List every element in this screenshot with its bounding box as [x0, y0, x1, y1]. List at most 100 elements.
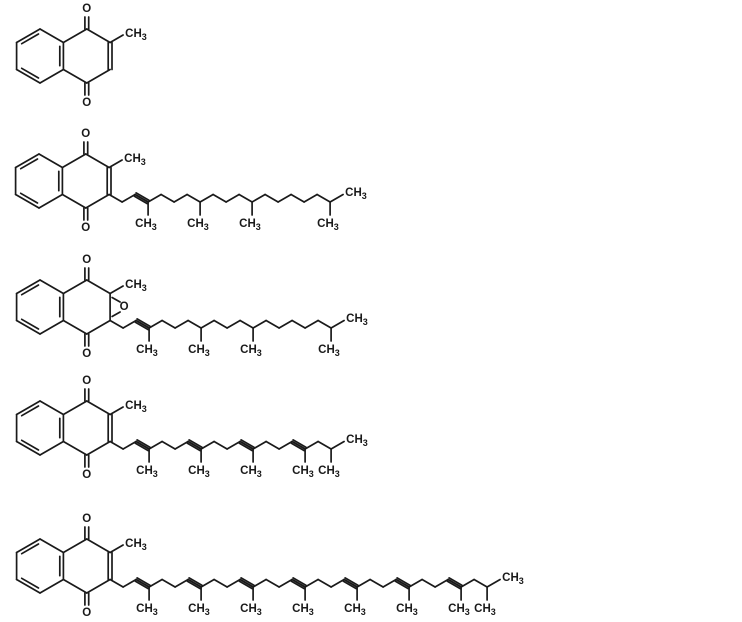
bond [421, 578, 436, 588]
bond [213, 440, 228, 450]
chain-double-bond [188, 577, 203, 587]
bond [108, 193, 123, 203]
bond [15, 400, 41, 416]
chain-double-bond [134, 442, 150, 452]
chain-double-bond [292, 439, 307, 449]
oxygen-label: O [82, 469, 91, 481]
chain-double-bond [136, 439, 151, 449]
methyl-label: CH3 [239, 218, 261, 232]
methyl-label: CH3 [318, 465, 340, 479]
bond [85, 578, 111, 594]
bond [252, 319, 267, 329]
chain-double-bond [188, 439, 203, 449]
bond [161, 319, 176, 329]
methyl-label: CH3 [240, 465, 262, 479]
bond [148, 578, 163, 588]
bond [62, 538, 88, 554]
methyl-label: CH3 [136, 465, 158, 479]
bond [225, 193, 240, 203]
bond [174, 319, 189, 329]
bond [39, 538, 65, 554]
bond [62, 578, 88, 594]
bond [38, 153, 64, 169]
bond [434, 578, 449, 588]
bond [278, 578, 293, 588]
bond [85, 319, 111, 335]
carbonyl-groups: OO [82, 3, 91, 109]
bond [213, 578, 228, 588]
bond [15, 538, 41, 554]
bond [62, 400, 88, 416]
chain-double-bond [133, 195, 149, 205]
methyl-label: CH3 [240, 344, 262, 358]
bond [239, 319, 254, 329]
bond [109, 440, 124, 450]
carbonyl-groups: OO [82, 254, 91, 360]
bond [252, 440, 267, 450]
bond [212, 193, 227, 203]
bond [85, 68, 111, 84]
ring-methyl: CH3 [109, 400, 147, 416]
double-bond [20, 33, 40, 45]
double-bond [20, 67, 40, 79]
oxygen-label: O [81, 222, 90, 234]
bond [15, 28, 41, 44]
quinone-ring [61, 153, 112, 209]
oxygen-label: O [82, 513, 91, 525]
bond [200, 440, 215, 450]
bond [447, 578, 462, 588]
bond [85, 440, 111, 456]
bond [317, 319, 332, 329]
bond [264, 193, 279, 203]
bond [15, 279, 41, 295]
bond [121, 193, 136, 203]
bond [317, 578, 332, 588]
methyl-label: CH3 [125, 400, 147, 414]
oxygen-label: O [82, 607, 91, 619]
bond [174, 440, 189, 450]
bond [395, 578, 410, 588]
carbonyl-groups: OO [81, 128, 90, 234]
oxygen-label: O [82, 254, 91, 266]
benzene-ring [15, 538, 65, 594]
double-bond [20, 577, 40, 589]
methyl-label: CH3 [317, 218, 339, 232]
chain-double-bond [290, 580, 306, 590]
bond [186, 193, 201, 203]
bond [85, 28, 111, 44]
bond [187, 440, 202, 450]
bond [330, 319, 345, 329]
bond [39, 319, 65, 335]
methyl-label: CH3 [124, 153, 146, 167]
methyl-label: CH3 [188, 344, 210, 358]
bond [84, 193, 110, 209]
chain-double-bond [446, 580, 462, 590]
methyl-label: CH3 [502, 572, 524, 586]
bond [265, 440, 280, 450]
bond [62, 279, 88, 295]
bond [187, 578, 202, 588]
bond [303, 193, 318, 203]
chain-double-bond [136, 577, 151, 587]
bond [85, 538, 111, 554]
bond [62, 68, 88, 84]
bond [343, 578, 358, 588]
methyl-label: CH3 [344, 603, 366, 617]
methyl-label: CH3 [135, 218, 157, 232]
bond [290, 193, 305, 203]
chain-double-bond [448, 577, 463, 587]
chain-double-bond [292, 577, 307, 587]
chain-double-bond [186, 580, 202, 590]
chain-double-bond [136, 318, 151, 328]
chain-double-bond [134, 321, 150, 331]
epoxide-oxygen-label: O [120, 301, 129, 313]
oxygen-label: O [82, 97, 91, 109]
methyl-label: CH3 [292, 465, 314, 479]
bond [62, 28, 88, 44]
bond [15, 578, 41, 594]
bond [239, 440, 254, 450]
bond [148, 319, 163, 329]
chain-double-bond [342, 580, 358, 590]
